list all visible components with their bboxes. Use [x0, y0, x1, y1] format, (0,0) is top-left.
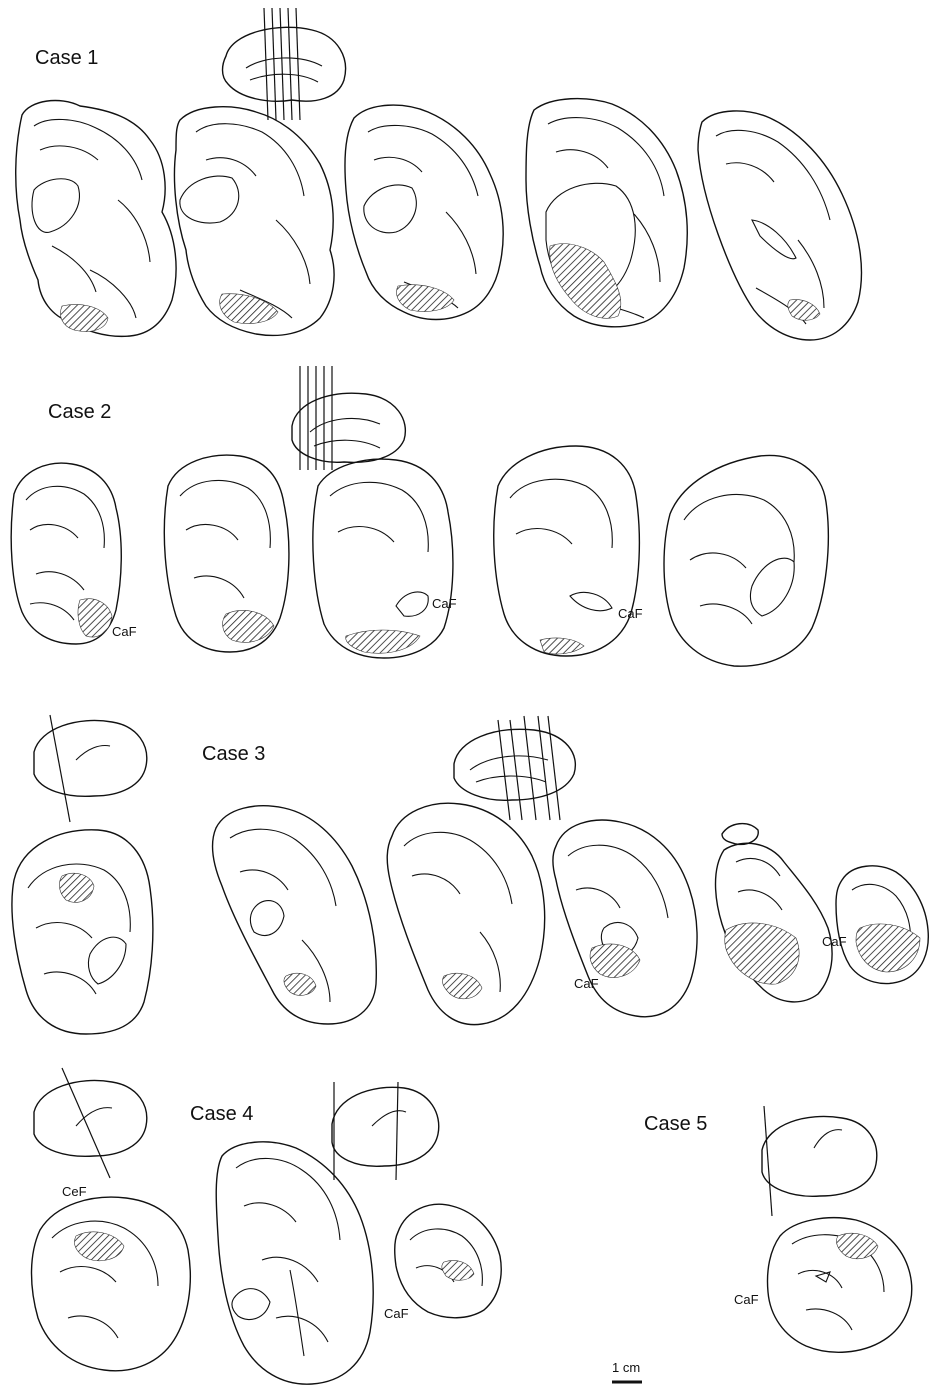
- case-5-section-1: CaF: [734, 1218, 912, 1353]
- case-5-label: Case 5: [644, 1113, 707, 1135]
- case-1-section-1: [16, 100, 176, 336]
- case-1-locator-brain: [223, 8, 346, 120]
- case-2-section-2: [164, 455, 289, 652]
- case-4-left-locator-brain: [34, 1068, 147, 1178]
- case-1-label: Case 1: [35, 47, 98, 69]
- case-4-group: Case 4 CeF CaF: [32, 1068, 502, 1384]
- case-4-right-locator-brain: [332, 1082, 439, 1180]
- scale-bar: 1 cm: [612, 1360, 642, 1382]
- case-3-left-locator-brain: [34, 715, 147, 822]
- case-3-label: Case 3: [202, 743, 265, 765]
- case-3-section-3: [387, 803, 544, 1024]
- case-2-caf-label-2: CaF: [432, 596, 457, 611]
- case-3-section-6: CaF: [822, 866, 928, 984]
- case-1-section-5: [698, 111, 861, 340]
- case-3-caf-label-1: CaF: [574, 976, 599, 991]
- case-2-group: Case 2 CaF CaF: [11, 366, 828, 666]
- case-2-caf-label-3: CaF: [618, 606, 643, 621]
- case-3-section-5: [716, 824, 833, 1002]
- case-1-section-3: [345, 105, 503, 319]
- case-5-group: Case 5 CaF: [644, 1106, 912, 1352]
- case-2-label: Case 2: [48, 401, 111, 423]
- case-3-group: Case 3: [12, 715, 928, 1034]
- case-2-section-4: CaF: [494, 446, 643, 656]
- case-3-caf-label-2: CaF: [822, 934, 847, 949]
- case-2-section-3: CaF: [313, 459, 457, 658]
- case-3-right-locator-brain: [454, 716, 575, 820]
- case-5-caf-label: CaF: [734, 1292, 759, 1307]
- case-4-caf-label: CaF: [384, 1306, 409, 1321]
- case-2-section-1: CaF: [11, 463, 136, 644]
- scale-bar-label: 1 cm: [612, 1360, 640, 1375]
- case-2-section-5: [664, 455, 828, 666]
- case-3-section-4: CaF: [553, 820, 697, 1017]
- case-1-section-2: [174, 107, 334, 336]
- case-4-section-3: CaF: [384, 1204, 501, 1321]
- case-4-section-2: [216, 1142, 373, 1384]
- case-2-caf-label-1: CaF: [112, 624, 137, 639]
- case-1-group: Case 1: [16, 8, 862, 340]
- case-3-section-2: [213, 806, 377, 1024]
- case-4-label: Case 4: [190, 1103, 253, 1125]
- case-4-section-1: CeF: [32, 1184, 191, 1371]
- case-4-cef-label: CeF: [62, 1184, 87, 1199]
- case-2-locator-brain: [292, 366, 405, 470]
- case-3-section-1: [12, 830, 153, 1034]
- case-1-section-4: [526, 99, 687, 327]
- case-5-locator-brain: [762, 1106, 877, 1216]
